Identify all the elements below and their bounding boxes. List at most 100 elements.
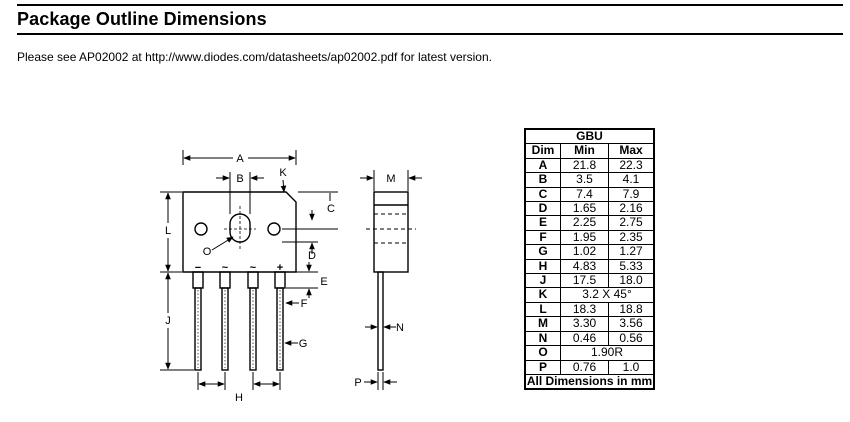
lead-3-shoulder	[247, 271, 259, 289]
row-value: 3.2 X 45°	[560, 287, 655, 303]
row-min: 3.30	[560, 316, 609, 332]
row-dim: N	[524, 330, 561, 347]
label-A: A	[236, 153, 244, 165]
header-min: Min	[560, 143, 609, 159]
row-max: 22.3	[608, 157, 655, 174]
lead-2	[221, 287, 229, 371]
row-dim: A	[524, 157, 561, 174]
table-package-title: GBU	[524, 128, 655, 145]
row-dim: D	[524, 201, 561, 217]
row-min: 1.02	[560, 244, 609, 260]
label-G: G	[299, 338, 308, 350]
pin-mark-ac-2: ~	[250, 262, 257, 274]
row-min: 4.83	[560, 258, 609, 275]
row-dim: G	[524, 244, 561, 260]
label-L: L	[165, 225, 171, 237]
ap02002-link[interactable]: http://www.diodes.com/datasheets/ap02002…	[145, 50, 398, 64]
label-J: J	[165, 315, 171, 327]
label-P: P	[354, 377, 361, 389]
label-B: B	[236, 173, 243, 185]
lead-3	[249, 287, 257, 371]
lead-4	[276, 287, 284, 371]
pin-mark-positive: +	[277, 262, 283, 274]
row-min: 2.25	[560, 215, 609, 231]
row-dim: J	[524, 273, 561, 289]
section-title: Package Outline Dimensions	[17, 9, 267, 29]
row-max: 2.75	[608, 215, 655, 231]
row-max: 18.0	[608, 273, 655, 289]
bottom-rule	[17, 33, 843, 35]
label-N: N	[396, 322, 404, 334]
lead-1-shoulder	[192, 271, 204, 289]
row-min: 0.46	[560, 330, 609, 347]
row-dim: O	[524, 345, 561, 361]
label-M: M	[386, 173, 395, 185]
front-view	[182, 191, 297, 371]
row-max: 1.0	[608, 359, 655, 375]
pin-mark-ac-1: ~	[222, 262, 229, 274]
package-body	[182, 191, 297, 273]
label-K: K	[279, 167, 287, 179]
label-D: D	[308, 250, 316, 262]
row-dim: P	[524, 359, 561, 375]
row-dim: F	[524, 229, 561, 246]
label-F: F	[301, 298, 308, 310]
row-dim: K	[524, 287, 561, 303]
row-min: 7.4	[560, 186, 609, 203]
version-note: Please see AP02002 at http://www.diodes.…	[17, 50, 492, 64]
pin-mark-negative: −	[195, 262, 201, 274]
row-max: 0.56	[608, 330, 655, 347]
row-max: 1.27	[608, 244, 655, 260]
label-O: O	[203, 246, 212, 258]
row-min: 3.5	[560, 172, 609, 188]
row-max: 18.8	[608, 301, 655, 318]
row-max: 2.16	[608, 201, 655, 217]
label-E: E	[320, 276, 327, 288]
label-H: H	[235, 392, 243, 404]
header-max: Max	[608, 143, 655, 159]
note-prefix: Please see AP02002 at	[17, 50, 146, 64]
row-value: 1.90R	[560, 345, 655, 361]
row-dim: M	[524, 316, 561, 332]
row-dim: E	[524, 215, 561, 231]
lead-2-shoulder	[219, 271, 231, 289]
left-hole	[194, 222, 208, 236]
row-dim: B	[524, 172, 561, 188]
row-min: 1.95	[560, 229, 609, 246]
row-max: 5.33	[608, 258, 655, 275]
table-footer-row: All Dimensions in mm	[524, 373, 655, 390]
row-min: 17.5	[560, 273, 609, 289]
row-max: 2.35	[608, 229, 655, 246]
row-max: 4.1	[608, 172, 655, 188]
row-dim: C	[524, 186, 561, 203]
row-min: 0.76	[560, 359, 609, 375]
lead-4-shoulder	[274, 271, 286, 289]
row-dim: H	[524, 258, 561, 275]
label-C: C	[327, 203, 335, 215]
row-min: 21.8	[560, 157, 609, 174]
side-view	[373, 191, 409, 371]
table-footer: All Dimensions in mm	[524, 373, 655, 390]
header-dim: Dim	[524, 143, 561, 159]
right-hole	[267, 222, 281, 236]
note-suffix: for latest version.	[397, 50, 492, 64]
row-dim: L	[524, 301, 561, 318]
side-body	[373, 191, 409, 273]
row-min: 1.65	[560, 201, 609, 217]
